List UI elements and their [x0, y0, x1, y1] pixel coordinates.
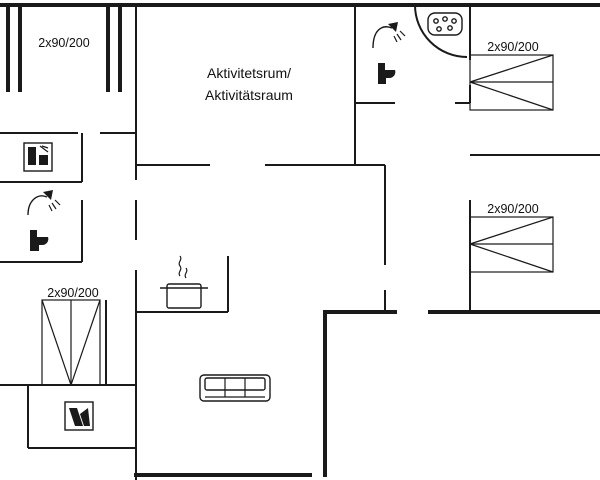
bed-icon: [469, 54, 554, 111]
bed-label-top-right: 2x90/200: [487, 40, 538, 54]
stove-pot-icon: [160, 255, 208, 309]
toilet-icon: [378, 63, 396, 84]
bed-icon: [469, 216, 554, 273]
hot-tub-icon: [414, 4, 468, 58]
bed-icon: [41, 299, 101, 386]
bed-label-right-mid: 2x90/200: [487, 202, 538, 216]
toilet-icon: [30, 230, 49, 251]
walls: [0, 3, 600, 480]
sofa-icon: [199, 374, 271, 402]
activity-room-label-line2: Aktivitätsraum: [205, 87, 293, 103]
bed-label-top-left: 2x90/200: [38, 36, 89, 50]
shower-icon: [27, 190, 61, 216]
washing-machine-icon: [64, 401, 94, 431]
bed-label-left-bottom: 2x90/200: [47, 286, 98, 300]
activity-room-label-line1: Aktivitetsrum/: [207, 65, 291, 81]
sauna-icon: [23, 142, 53, 172]
shower-icon: [372, 22, 406, 49]
